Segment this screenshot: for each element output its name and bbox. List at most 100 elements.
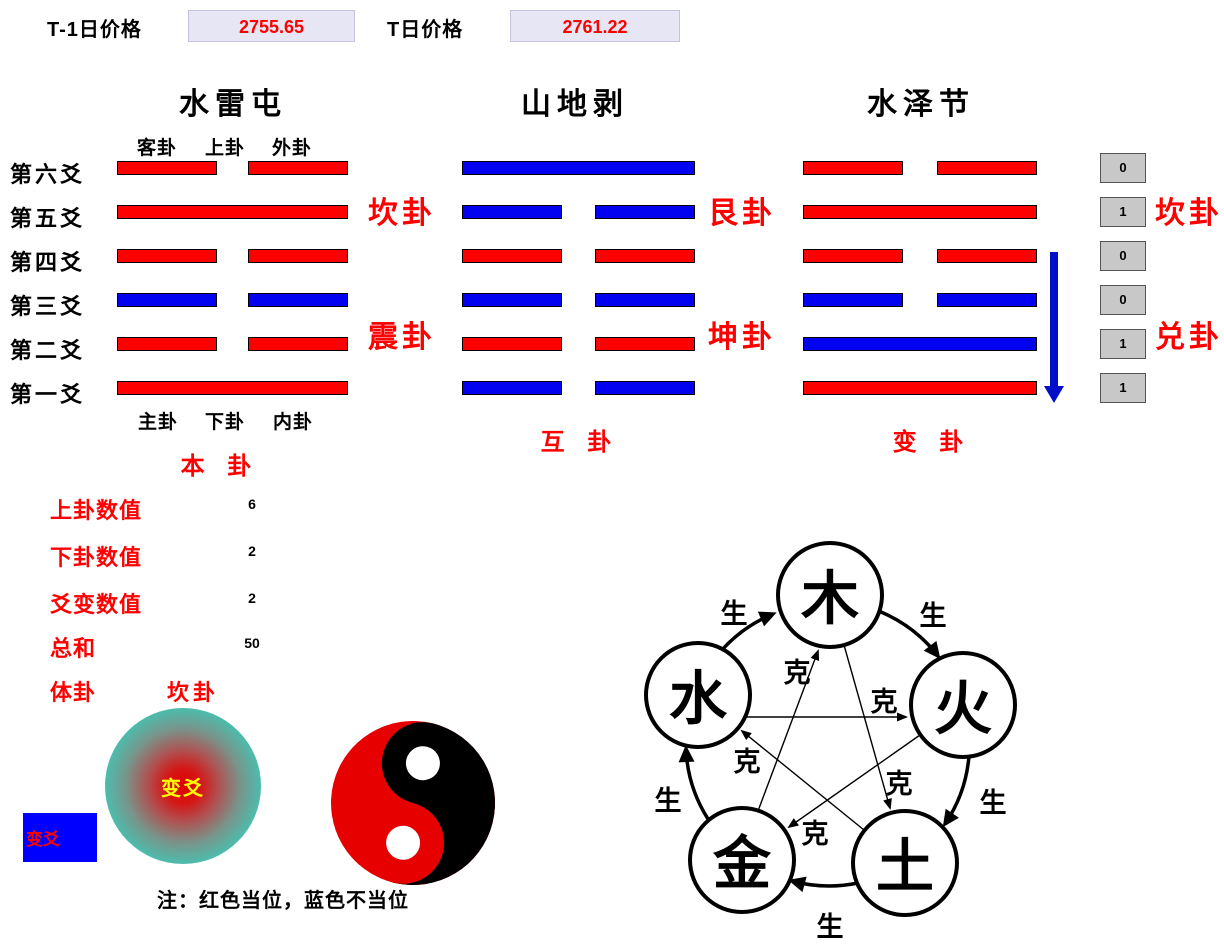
line-bit-cell: 0 bbox=[1100, 153, 1146, 183]
sheng-label-earth-metal: 生 bbox=[817, 912, 844, 942]
hexagram-line-segment bbox=[248, 337, 348, 351]
sheng-label-fire-earth: 生 bbox=[980, 788, 1007, 818]
ke-label-fire-metal: 克 bbox=[802, 818, 829, 849]
ti-gua-value: 坎卦 bbox=[167, 680, 220, 705]
element-water-circle bbox=[644, 641, 752, 749]
ke-label-metal-wood: 克 bbox=[784, 657, 811, 688]
lower-trigram-number-value: 2 bbox=[248, 543, 256, 559]
hex3-lower-trigram-label: 兑卦 bbox=[1155, 321, 1223, 354]
sheng-label-metal-water: 生 bbox=[655, 786, 682, 816]
hexagram-line-segment bbox=[937, 293, 1037, 307]
element-earth-circle bbox=[851, 809, 959, 917]
sum-value: 50 bbox=[244, 635, 260, 651]
hexagram-line-segment bbox=[248, 249, 348, 263]
line-row-label: 第四爻 bbox=[10, 250, 86, 275]
t-price-value-cell[interactable]: 2761.22 bbox=[510, 10, 680, 42]
ke-label-water-fire: 克 bbox=[871, 686, 898, 717]
hexagram-line-segment bbox=[803, 161, 903, 175]
ti-gua-label: 体卦 bbox=[50, 680, 97, 705]
change-direction-arrow bbox=[1044, 252, 1064, 403]
element-fire-char: 火 bbox=[934, 677, 992, 742]
ben-gua-caption: 本 卦 bbox=[180, 453, 260, 480]
ke-label-wood-earth: 克 bbox=[886, 768, 913, 799]
hex2-upper-trigram-label: 艮卦 bbox=[708, 197, 776, 230]
element-earth-char: 土 bbox=[876, 835, 934, 900]
bian-gua-caption: 变 卦 bbox=[892, 429, 972, 456]
ke-label-earth-water: 克 bbox=[734, 746, 761, 777]
upper-trigram-header: 上卦 bbox=[205, 138, 246, 159]
five-elements-diagram: 木 火 土 金 水 生 生 生 生 生 克 克 克 克 克 bbox=[644, 541, 1017, 942]
hu-gua-caption: 互 卦 bbox=[540, 429, 620, 456]
yinyang-symbol bbox=[331, 721, 495, 885]
changing-line-box-text: 变爻 bbox=[26, 830, 60, 849]
line-bit-cell: 1 bbox=[1100, 197, 1146, 227]
hexagram-line-segment bbox=[117, 249, 217, 263]
hexagram-line-segment bbox=[462, 293, 562, 307]
hexagram-title-ben: 水雷屯 bbox=[179, 88, 287, 121]
upper-trigram-number-label: 上卦数值 bbox=[50, 498, 143, 523]
line-row-label: 第五爻 bbox=[10, 206, 86, 231]
host-trigram-footer: 主卦 bbox=[138, 412, 179, 433]
changing-line-box: 变爻 bbox=[23, 813, 97, 862]
hex2-lower-trigram-label: 坤卦 bbox=[708, 321, 776, 354]
sum-label: 总和 bbox=[50, 636, 97, 661]
line-row-label: 第一爻 bbox=[10, 382, 86, 407]
line-row-label: 第六爻 bbox=[10, 162, 86, 187]
line-bit-cell: 0 bbox=[1100, 285, 1146, 315]
lower-trigram-footer: 下卦 bbox=[205, 412, 246, 433]
guest-trigram-header: 客卦 bbox=[137, 138, 178, 159]
hexagram-line-segment bbox=[117, 337, 217, 351]
lower-trigram-number-label: 下卦数值 bbox=[50, 545, 143, 570]
element-fire-circle bbox=[909, 651, 1017, 759]
hexagram-line-segment bbox=[595, 249, 695, 263]
changing-line-number-label: 爻变数值 bbox=[50, 592, 143, 617]
outer-trigram-header: 外卦 bbox=[272, 138, 313, 159]
hexagram-line-segment bbox=[937, 161, 1037, 175]
t1-price-value-cell[interactable]: 2755.65 bbox=[188, 10, 355, 42]
line-bit-cell: 1 bbox=[1100, 329, 1146, 359]
changing-line-number-value: 2 bbox=[248, 590, 256, 606]
t1-price-label: T-1日价格 bbox=[47, 19, 142, 41]
hexagram-line-segment bbox=[462, 205, 562, 219]
t-price-label: T日价格 bbox=[387, 19, 464, 41]
hexagram-line-segment bbox=[595, 337, 695, 351]
hexagram-line-segment bbox=[462, 337, 562, 351]
hexagram-line-segment bbox=[462, 381, 562, 395]
inner-trigram-footer: 内卦 bbox=[273, 412, 314, 433]
hexagram-line-segment bbox=[117, 381, 348, 395]
changing-line-circle-text: 变爻 bbox=[161, 777, 205, 800]
upper-trigram-number-value: 6 bbox=[248, 496, 256, 512]
element-wood-circle bbox=[776, 541, 884, 649]
hexagram-line-segment bbox=[803, 205, 1037, 219]
hexagram-line-segment bbox=[803, 381, 1037, 395]
line-bit-cell: 1 bbox=[1100, 373, 1146, 403]
hexagram-line-segment bbox=[595, 381, 695, 395]
hex3-upper-trigram-label: 坎卦 bbox=[1155, 197, 1223, 230]
sheng-label-wood-fire: 生 bbox=[920, 601, 947, 631]
hex1-upper-trigram-label: 坎卦 bbox=[368, 197, 436, 230]
hexagram-line-segment bbox=[117, 161, 217, 175]
hexagram-title-hu: 山地剥 bbox=[521, 88, 629, 121]
hexagram-line-segment bbox=[248, 161, 348, 175]
hexagram-line-segment bbox=[462, 161, 695, 175]
color-legend-note: 注：红色当位，蓝色不当位 bbox=[157, 890, 409, 912]
ke-cycle-arrows bbox=[740, 644, 921, 831]
changing-line-gradient-circle: 变爻 bbox=[105, 708, 261, 864]
hexagram-line-segment bbox=[462, 249, 562, 263]
hexagram-line-segment bbox=[117, 205, 348, 219]
sheng-cycle-arrows bbox=[678, 610, 971, 893]
hexagram-line-segment bbox=[248, 293, 348, 307]
hexagram-line-segment bbox=[803, 293, 903, 307]
hexagram-line-segment bbox=[117, 293, 217, 307]
hexagram-line-segment bbox=[595, 205, 695, 219]
line-bit-cell: 0 bbox=[1100, 241, 1146, 271]
hexagram-line-segment bbox=[803, 337, 1037, 351]
line-row-label: 第三爻 bbox=[10, 294, 86, 319]
sheng-label-water-wood: 生 bbox=[721, 599, 748, 629]
line-row-label: 第二爻 bbox=[10, 338, 86, 363]
hexagram-line-segment bbox=[937, 249, 1037, 263]
element-metal-circle bbox=[688, 806, 796, 914]
hexagram-line-segment bbox=[595, 293, 695, 307]
